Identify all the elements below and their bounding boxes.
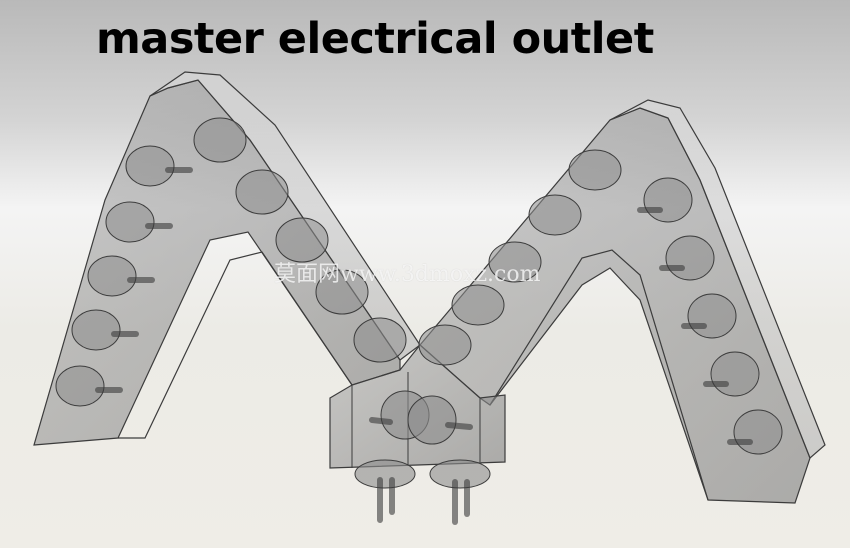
socket-icon — [665, 235, 715, 281]
socket-icon — [315, 269, 369, 315]
socket-icon — [55, 365, 105, 407]
socket-icon — [488, 241, 542, 283]
socket-icon — [87, 255, 137, 297]
plug-pin-icon-group-left-outer — [95, 167, 193, 393]
socket-icon-group-left-outer — [55, 145, 175, 407]
socket-icon — [105, 201, 155, 243]
right-arm-top — [609, 99, 826, 460]
left-arm-inner — [118, 251, 353, 439]
socket-icon — [235, 169, 289, 215]
socket-icon — [418, 324, 472, 366]
socket-icon — [193, 117, 247, 163]
socket-icon-group-right-diagonal — [418, 149, 622, 366]
socket-icon — [353, 317, 407, 363]
plug-pin-icon-group-bottom — [369, 417, 473, 525]
page-title: master electrical outlet — [96, 14, 654, 64]
socket-icon — [354, 459, 416, 489]
socket-icon — [643, 177, 693, 223]
socket-icon — [710, 351, 760, 397]
socket-icon — [568, 149, 622, 191]
socket-icon-group-left-top — [193, 117, 407, 363]
socket-icon — [125, 145, 175, 187]
watermark: 莫面网www.3dmoxz.com — [274, 262, 541, 287]
socket-icon-group-center — [354, 390, 491, 489]
right-arm-inner — [489, 249, 709, 501]
socket-icon — [71, 309, 121, 351]
socket-icon — [407, 395, 457, 445]
socket-icon — [451, 284, 505, 326]
socket-icon — [275, 217, 329, 263]
socket-icon — [528, 194, 582, 236]
socket-icon — [733, 409, 783, 455]
socket-icon — [687, 293, 737, 339]
plug-pin-icon-group-right-outer — [637, 207, 753, 445]
socket-icon — [429, 459, 491, 489]
